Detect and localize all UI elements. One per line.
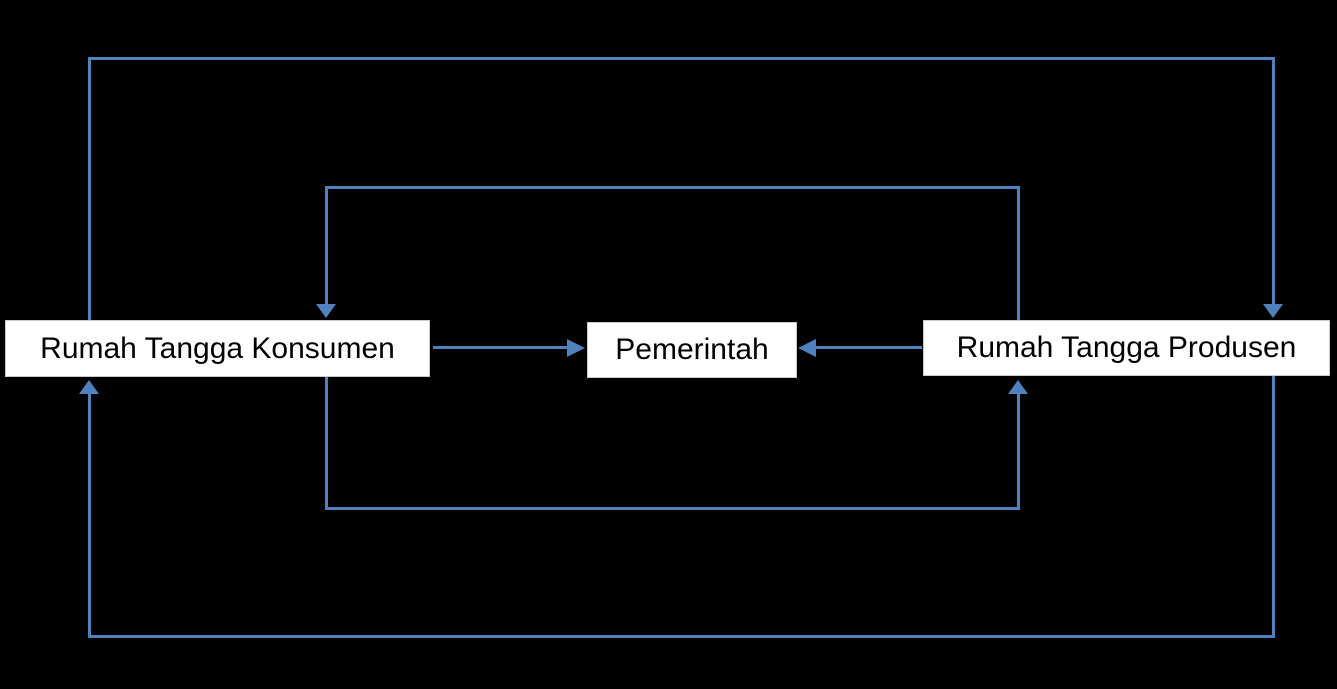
edge-outer-bottom-left-vertical <box>88 394 91 638</box>
arrowhead-into-pemerintah-right <box>798 339 816 357</box>
edge-outer-top-horizontal <box>88 57 1275 60</box>
node-rumah-tangga-produsen: Rumah Tangga Produsen <box>923 320 1330 376</box>
edge-outer-bottom-horizontal <box>88 635 1275 638</box>
node-rumah-tangga-konsumen-label: Rumah Tangga Konsumen <box>40 331 395 365</box>
arrowhead-into-pemerintah-left <box>567 339 585 357</box>
edge-konsumen-to-pemerintah <box>433 346 569 349</box>
edge-inner-bottom-right-vertical <box>1017 394 1020 510</box>
arrowhead-into-konsumen-bottom <box>79 380 99 394</box>
edge-outer-top-right-vertical <box>1272 57 1275 304</box>
node-pemerintah-label: Pemerintah <box>615 333 769 366</box>
edge-inner-bottom-horizontal <box>325 507 1020 510</box>
edge-outer-top-left-vertical <box>88 57 91 320</box>
node-rumah-tangga-konsumen: Rumah Tangga Konsumen <box>5 320 430 377</box>
arrowhead-into-konsumen-top <box>316 304 336 318</box>
edge-inner-top-horizontal <box>325 186 1020 189</box>
arrowhead-into-produsen-top <box>1263 304 1283 318</box>
edge-inner-top-left-vertical <box>325 186 328 304</box>
edge-inner-bottom-left-vertical <box>325 377 328 510</box>
node-pemerintah: Pemerintah <box>587 322 797 378</box>
edge-inner-top-right-vertical <box>1017 186 1020 320</box>
edge-outer-bottom-right-vertical <box>1272 376 1275 638</box>
node-rumah-tangga-produsen-label: Rumah Tangga Produsen <box>956 331 1297 364</box>
edge-produsen-to-pemerintah <box>816 346 922 349</box>
arrowhead-into-produsen-bottom <box>1008 380 1028 394</box>
